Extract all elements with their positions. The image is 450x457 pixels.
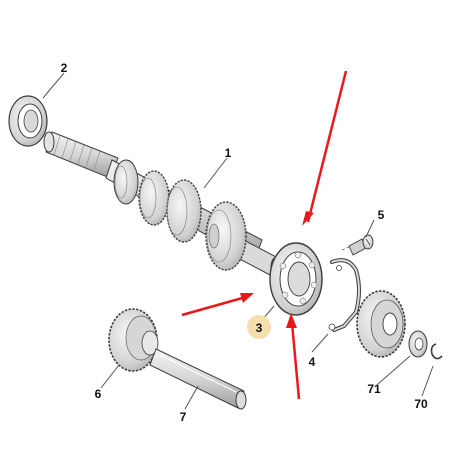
callout-7: 7 — [180, 410, 187, 424]
left-bearing — [8, 95, 48, 147]
arrow-from-top — [306, 70, 348, 223]
callout-5: 5 — [378, 208, 385, 222]
shaft-gear-3 — [205, 201, 247, 271]
retaining-bracket — [328, 258, 361, 332]
idler-shaft — [149, 348, 247, 410]
callout-4: 4 — [309, 355, 316, 369]
callout-70: 70 — [414, 397, 428, 411]
shaft-gear-small — [113, 159, 139, 205]
arrow-from-bottom — [290, 322, 301, 400]
callout-3: 3 — [256, 321, 263, 335]
shaft-gear-2 — [166, 179, 202, 243]
callout-1: 1 — [225, 146, 232, 160]
output-gear — [356, 290, 406, 358]
washer — [408, 330, 428, 358]
callout-3-highlight — [247, 315, 271, 339]
bearing-part-3 — [269, 242, 323, 316]
leader-lines — [42, 72, 434, 410]
shaft-gear-1 — [138, 170, 170, 226]
arrow-from-left — [181, 295, 247, 317]
callout-6: 6 — [95, 387, 102, 401]
snap-ring — [430, 343, 443, 360]
screw — [341, 234, 374, 256]
callout-71: 71 — [367, 382, 381, 396]
red-arrows — [181, 70, 348, 400]
idler-gear — [108, 308, 159, 372]
callout-2: 2 — [61, 61, 68, 75]
